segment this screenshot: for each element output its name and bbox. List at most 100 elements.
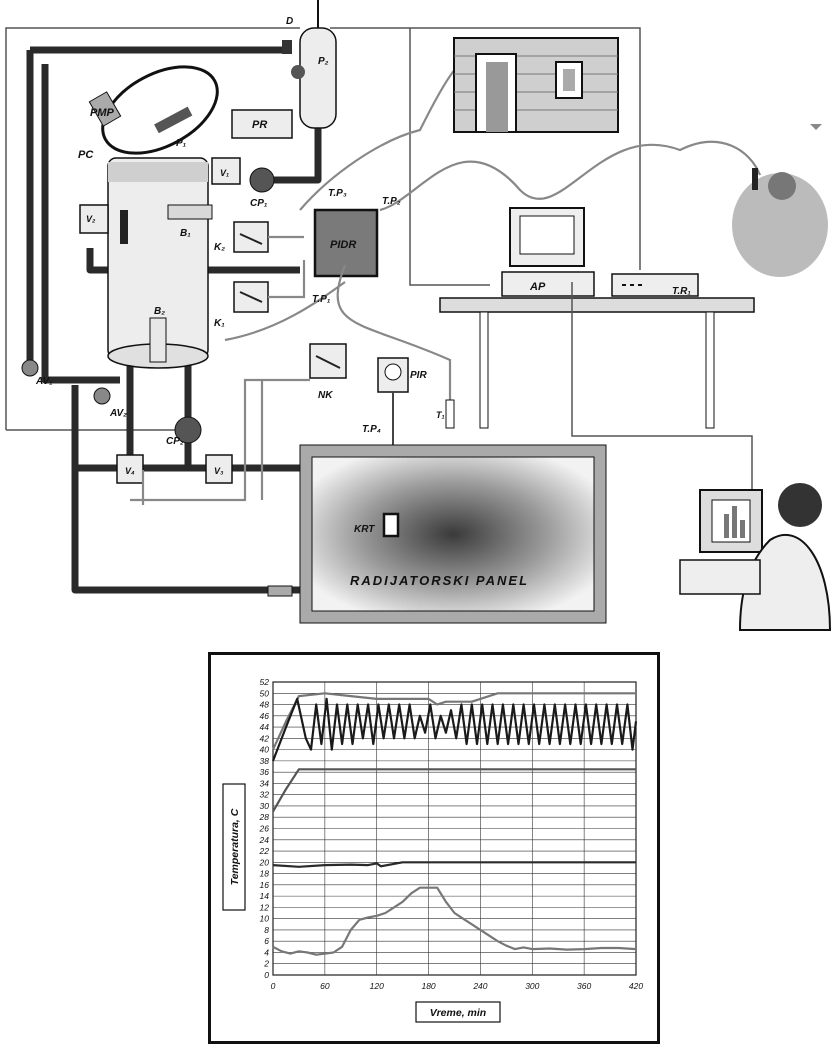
- sensor-wires: [224, 58, 762, 410]
- label-v2: V₂: [86, 214, 96, 224]
- temperature-chart: 0246810121416182022242628303234363840424…: [208, 652, 660, 1044]
- series-line-1: [272, 692, 636, 751]
- x-tick-label: 60: [320, 981, 330, 991]
- y-tick-label: 28: [259, 812, 270, 822]
- y-tick-label: 6: [264, 936, 269, 946]
- y-tick-label: 26: [259, 824, 270, 834]
- series-line-4: [272, 861, 636, 868]
- label-d: D: [286, 16, 293, 27]
- y-tick-label: 20: [259, 857, 270, 867]
- label-tp1: T.P₁: [312, 294, 331, 305]
- y-tick-label: 0: [264, 970, 269, 980]
- label-tp4: T.P₄: [362, 424, 381, 435]
- label-cp2: CP₂: [166, 436, 184, 447]
- pipe-b1: [86, 248, 300, 274]
- y-tick-label: 24: [259, 835, 270, 845]
- valve-v3: [205, 454, 233, 484]
- control-wires: [130, 378, 310, 505]
- label-ap: AP: [529, 281, 546, 293]
- label-cp1: CP₁: [250, 198, 268, 209]
- x-tick-label: 360: [577, 981, 591, 991]
- label-krt: KRT: [354, 524, 375, 535]
- signal-wire-top: [330, 27, 641, 270]
- label-v4: V₄: [125, 466, 135, 476]
- expansion-vessel: [299, 27, 337, 129]
- y-axis-label: Temperatura, C: [229, 808, 241, 885]
- pressure-regulator: [231, 109, 293, 139]
- experimental-setup-diagram: PMP P₁ PC V₂ V₁ B₁ B₂ K₂ K₁ CP₁ CP₂ PR P…: [5, 0, 832, 631]
- valve-v4: [116, 454, 144, 484]
- remote-user-illustration: [732, 124, 828, 277]
- cable-to-operator: [571, 282, 753, 490]
- series-line-3: [272, 768, 636, 813]
- valve-v2: [79, 204, 109, 234]
- y-tick-label: 10: [260, 914, 270, 924]
- y-tick-label: 12: [260, 902, 270, 912]
- desk-with-computer: [439, 207, 755, 429]
- series-line-2: [271, 697, 638, 762]
- label-panel: RADIJATORSKI PANEL: [350, 573, 529, 588]
- label-pir: PIR: [410, 370, 427, 381]
- label-pmp: PMP: [90, 107, 115, 119]
- label-v3: V₃: [214, 466, 224, 476]
- contactor-k2: [233, 221, 269, 253]
- y-tick-label: 34: [260, 778, 270, 788]
- label-v1-top: V₁: [220, 168, 229, 178]
- pump-cp1: [249, 167, 275, 193]
- y-tick-label: 44: [260, 722, 270, 732]
- label-tp2: T.P₂: [382, 196, 401, 207]
- label-b2: B₂: [154, 306, 165, 317]
- pump-cp2: [174, 416, 202, 444]
- y-tick-label: 2: [263, 959, 269, 969]
- label-k1: K₁: [214, 318, 225, 329]
- label-b1: B₁: [180, 228, 191, 239]
- y-tick-label: 16: [260, 880, 270, 890]
- pipe-left-inner: [41, 64, 120, 384]
- y-tick-label: 18: [260, 869, 270, 879]
- y-tick-label: 38: [260, 756, 270, 766]
- building-wall: [453, 37, 619, 133]
- signal-wire-right: [409, 28, 490, 286]
- y-tick-label: 8: [264, 925, 269, 935]
- air-vent-av2: [93, 387, 111, 405]
- pipe-return: [71, 385, 300, 594]
- x-tick-label: 300: [525, 981, 539, 991]
- operator-at-workstation: [679, 483, 832, 631]
- label-t1: T₁: [436, 410, 445, 420]
- pid-regulator: [313, 208, 379, 278]
- y-tick-label: 4: [264, 947, 269, 957]
- y-tick-label: 30: [260, 801, 270, 811]
- frame-wire-left: [5, 27, 300, 430]
- x-tick-label: 180: [421, 981, 435, 991]
- y-tick-label: 48: [260, 700, 270, 710]
- label-av2: AV₂: [109, 408, 127, 419]
- y-tick-label: 46: [260, 711, 270, 721]
- label-k2: K₂: [214, 242, 225, 253]
- y-tick-label: 40: [260, 745, 270, 755]
- solar-collector: [101, 65, 219, 155]
- air-vent-av1: [21, 359, 39, 377]
- valve-v1-top: [211, 157, 241, 185]
- y-tick-label: 52: [260, 677, 270, 687]
- label-p1: P₁: [176, 138, 187, 149]
- y-tick-label: 22: [259, 846, 270, 856]
- x-axis-label: Vreme, min: [430, 1007, 486, 1019]
- controller-nk: [309, 343, 347, 379]
- x-tick-label: 420: [629, 981, 643, 991]
- x-tick-label: 0: [271, 981, 276, 991]
- label-nk: NK: [318, 390, 333, 401]
- radiator-panel: [299, 444, 607, 624]
- y-tick-label: 42: [260, 733, 270, 743]
- series-line-5: [272, 886, 637, 956]
- label-p2: P₂: [318, 56, 329, 67]
- label-pc: PC: [78, 149, 94, 161]
- x-tick-label: 120: [370, 981, 384, 991]
- y-tick-label: 32: [260, 790, 270, 800]
- x-tick-label: 240: [472, 981, 487, 991]
- label-pidr: PIDR: [330, 239, 356, 251]
- y-tick-label: 50: [260, 688, 270, 698]
- label-pr: PR: [252, 119, 267, 131]
- label-tp3: T.P₃: [328, 188, 347, 199]
- krt-sensor: [382, 512, 400, 538]
- label-tr: T.R₁: [672, 286, 691, 297]
